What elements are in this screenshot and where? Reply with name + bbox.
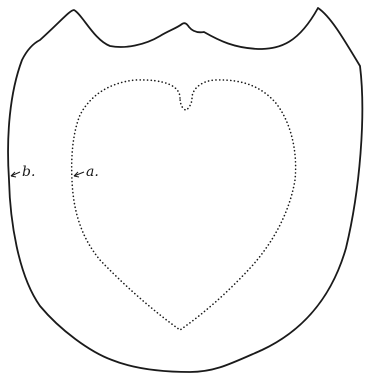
inner-dotted-outline-a: [72, 80, 296, 330]
label-b: b.: [22, 164, 35, 180]
label-a: a.: [86, 164, 99, 180]
outer-outline-b: [8, 8, 362, 372]
